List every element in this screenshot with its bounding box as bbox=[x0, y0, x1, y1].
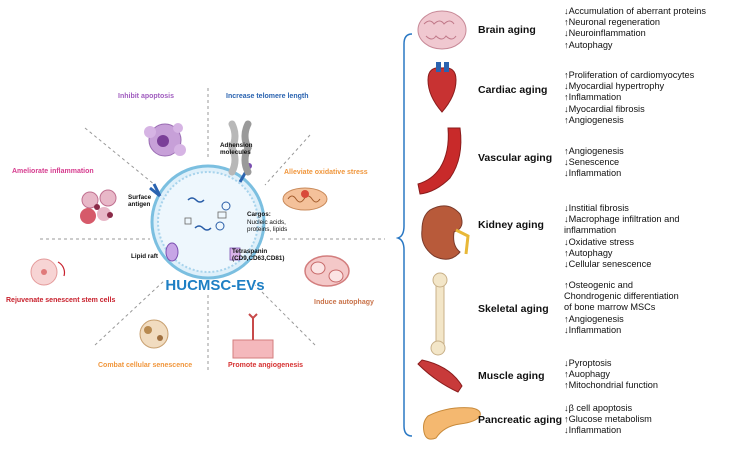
stem-cell-icon bbox=[30, 258, 66, 286]
ev-vesicle bbox=[149, 163, 266, 280]
effect-line: ↑Neuronal regeneration bbox=[564, 17, 661, 28]
mitochondrion-icon bbox=[282, 187, 328, 211]
effect-line: ↓Pyroptosis bbox=[564, 358, 612, 368]
effect-line: ↓Myocardial hypertrophy bbox=[564, 81, 665, 92]
effect-line: ↓Macrophage infiltration and bbox=[564, 214, 680, 225]
effect-line: ↑Autophagy bbox=[564, 247, 613, 258]
effect-line: ↑Proliferation of cardiomyocytes bbox=[564, 70, 695, 80]
effect-line: ↑Glucose metabolism bbox=[564, 414, 652, 425]
organ-label-cardiac: Cardiac aging bbox=[478, 84, 548, 96]
chromosome-icon bbox=[228, 120, 252, 176]
effects-vascular: ↑Angiogenesis ↓Senescence ↓Inflammation bbox=[564, 146, 624, 180]
label-cargos-title: Cargos: bbox=[247, 211, 271, 218]
effect-line: ↑Angiogenesis bbox=[564, 313, 624, 324]
organ-label-muscle: Muscle aging bbox=[478, 370, 545, 382]
effect-line: ↓Neuroinflammation bbox=[564, 28, 646, 39]
pancreas-icon bbox=[423, 407, 481, 440]
angiogenesis-icon bbox=[232, 313, 274, 359]
effect-line: ↓Inflammation bbox=[564, 168, 622, 179]
effects-skeletal: ↑Osteogenic and Chondrogenic differentia… bbox=[564, 280, 679, 336]
bone-icon bbox=[430, 272, 448, 356]
vessel-icon bbox=[417, 127, 462, 195]
organ-label-kidney: Kidney aging bbox=[478, 219, 544, 231]
dashed-spokes bbox=[40, 88, 385, 370]
effect-line: ↓Oxidative stress bbox=[564, 236, 634, 247]
muscle-icon bbox=[417, 359, 463, 393]
effect-line: inflammation bbox=[564, 225, 617, 236]
label-cargos-body: Nucleic acids, proteins, lipids bbox=[247, 219, 288, 234]
organ-label-brain: Brain aging bbox=[478, 24, 536, 36]
senescent-cell-icon bbox=[139, 319, 169, 349]
label-tetraspanin: Tetraspanin (CD9,CD63,CD81) bbox=[232, 248, 285, 263]
effects-pancreatic: ↓β cell apoptosis ↑Glucose metabolism ↓I… bbox=[564, 403, 652, 437]
effect-line: ↓Senescence bbox=[564, 157, 620, 168]
effect-line: ↑Mitochondrial function bbox=[564, 380, 658, 391]
effect-line: ↓Institial fibrosis bbox=[564, 203, 629, 213]
effect-line: ↓Accumulation of aberrant proteins bbox=[564, 6, 706, 16]
effect-line: ↓Cellular senescence bbox=[564, 259, 652, 270]
mechanism-inhibit-apoptosis: Inhibit apoptosis bbox=[118, 93, 174, 100]
autophagy-icon bbox=[304, 255, 350, 287]
mechanism-wheel bbox=[30, 88, 385, 370]
label-adhesion: Adhension molecules bbox=[220, 142, 253, 157]
effects-brain: ↓Accumulation of aberrant proteins ↑Neur… bbox=[564, 6, 706, 51]
effect-line: ↑Inflammation bbox=[564, 92, 622, 103]
brain-icon bbox=[417, 10, 467, 50]
effects-cardiac: ↑Proliferation of cardiomyocytes ↓Myocar… bbox=[564, 70, 694, 126]
label-surface-antigen: Surface antigen bbox=[128, 194, 152, 209]
mechanism-senescence: Combat cellular senescence bbox=[98, 362, 193, 369]
organ-icons bbox=[417, 10, 481, 440]
effect-line: ↑Auophagy bbox=[564, 369, 610, 380]
mechanism-autophagy: Induce autophagy bbox=[314, 299, 374, 306]
mechanism-oxidative-stress: Alleviate oxidative stress bbox=[284, 169, 368, 176]
effect-line: ↓Inflammation bbox=[564, 324, 622, 335]
effect-line: Chondrogenic differentiation bbox=[564, 291, 679, 302]
apoptotic-cell-icon bbox=[144, 123, 186, 157]
mechanism-angiogenesis: Promote angiogenesis bbox=[228, 362, 304, 369]
effect-line: ↑Angiogenesis bbox=[564, 146, 624, 156]
effects-muscle: ↓Pyroptosis ↑Auophagy ↑Mitochondrial fun… bbox=[564, 358, 658, 392]
hucmsc-evs-title: HUCMSC-EVs bbox=[165, 277, 265, 294]
organ-bracket bbox=[396, 33, 413, 437]
organ-label-vascular: Vascular aging bbox=[478, 152, 553, 164]
effects-kidney: ↓Institial fibrosis ↓Macrophage infiltra… bbox=[564, 203, 679, 270]
immune-cells-icon bbox=[80, 189, 117, 224]
heart-icon bbox=[427, 62, 457, 113]
kidney-icon bbox=[421, 205, 470, 260]
label-lipid-raft: Lipid raft bbox=[131, 253, 158, 260]
organ-label-skeletal: Skeletal aging bbox=[478, 303, 549, 315]
effect-line: ↓Myocardial fibrosis bbox=[564, 103, 645, 114]
organ-label-pancreatic: Pancreatic aging bbox=[478, 414, 563, 426]
effect-line: of bone marrow MSCs bbox=[564, 302, 656, 313]
effect-line: ↓β cell apoptosis bbox=[564, 403, 633, 413]
effect-line: ↑Osteogenic and bbox=[564, 280, 633, 290]
mechanism-telomere-length: Increase telomere length bbox=[226, 93, 309, 100]
effect-line: ↓Inflammation bbox=[564, 425, 622, 436]
effect-line: ↑Autophagy bbox=[564, 39, 613, 50]
effect-line: ↑Angiogenesis bbox=[564, 114, 624, 125]
mechanism-rejuvenate: Rejuvenate senescent stem cells bbox=[6, 297, 116, 304]
mechanism-inflammation: Ameliorate inflammation bbox=[12, 168, 94, 175]
